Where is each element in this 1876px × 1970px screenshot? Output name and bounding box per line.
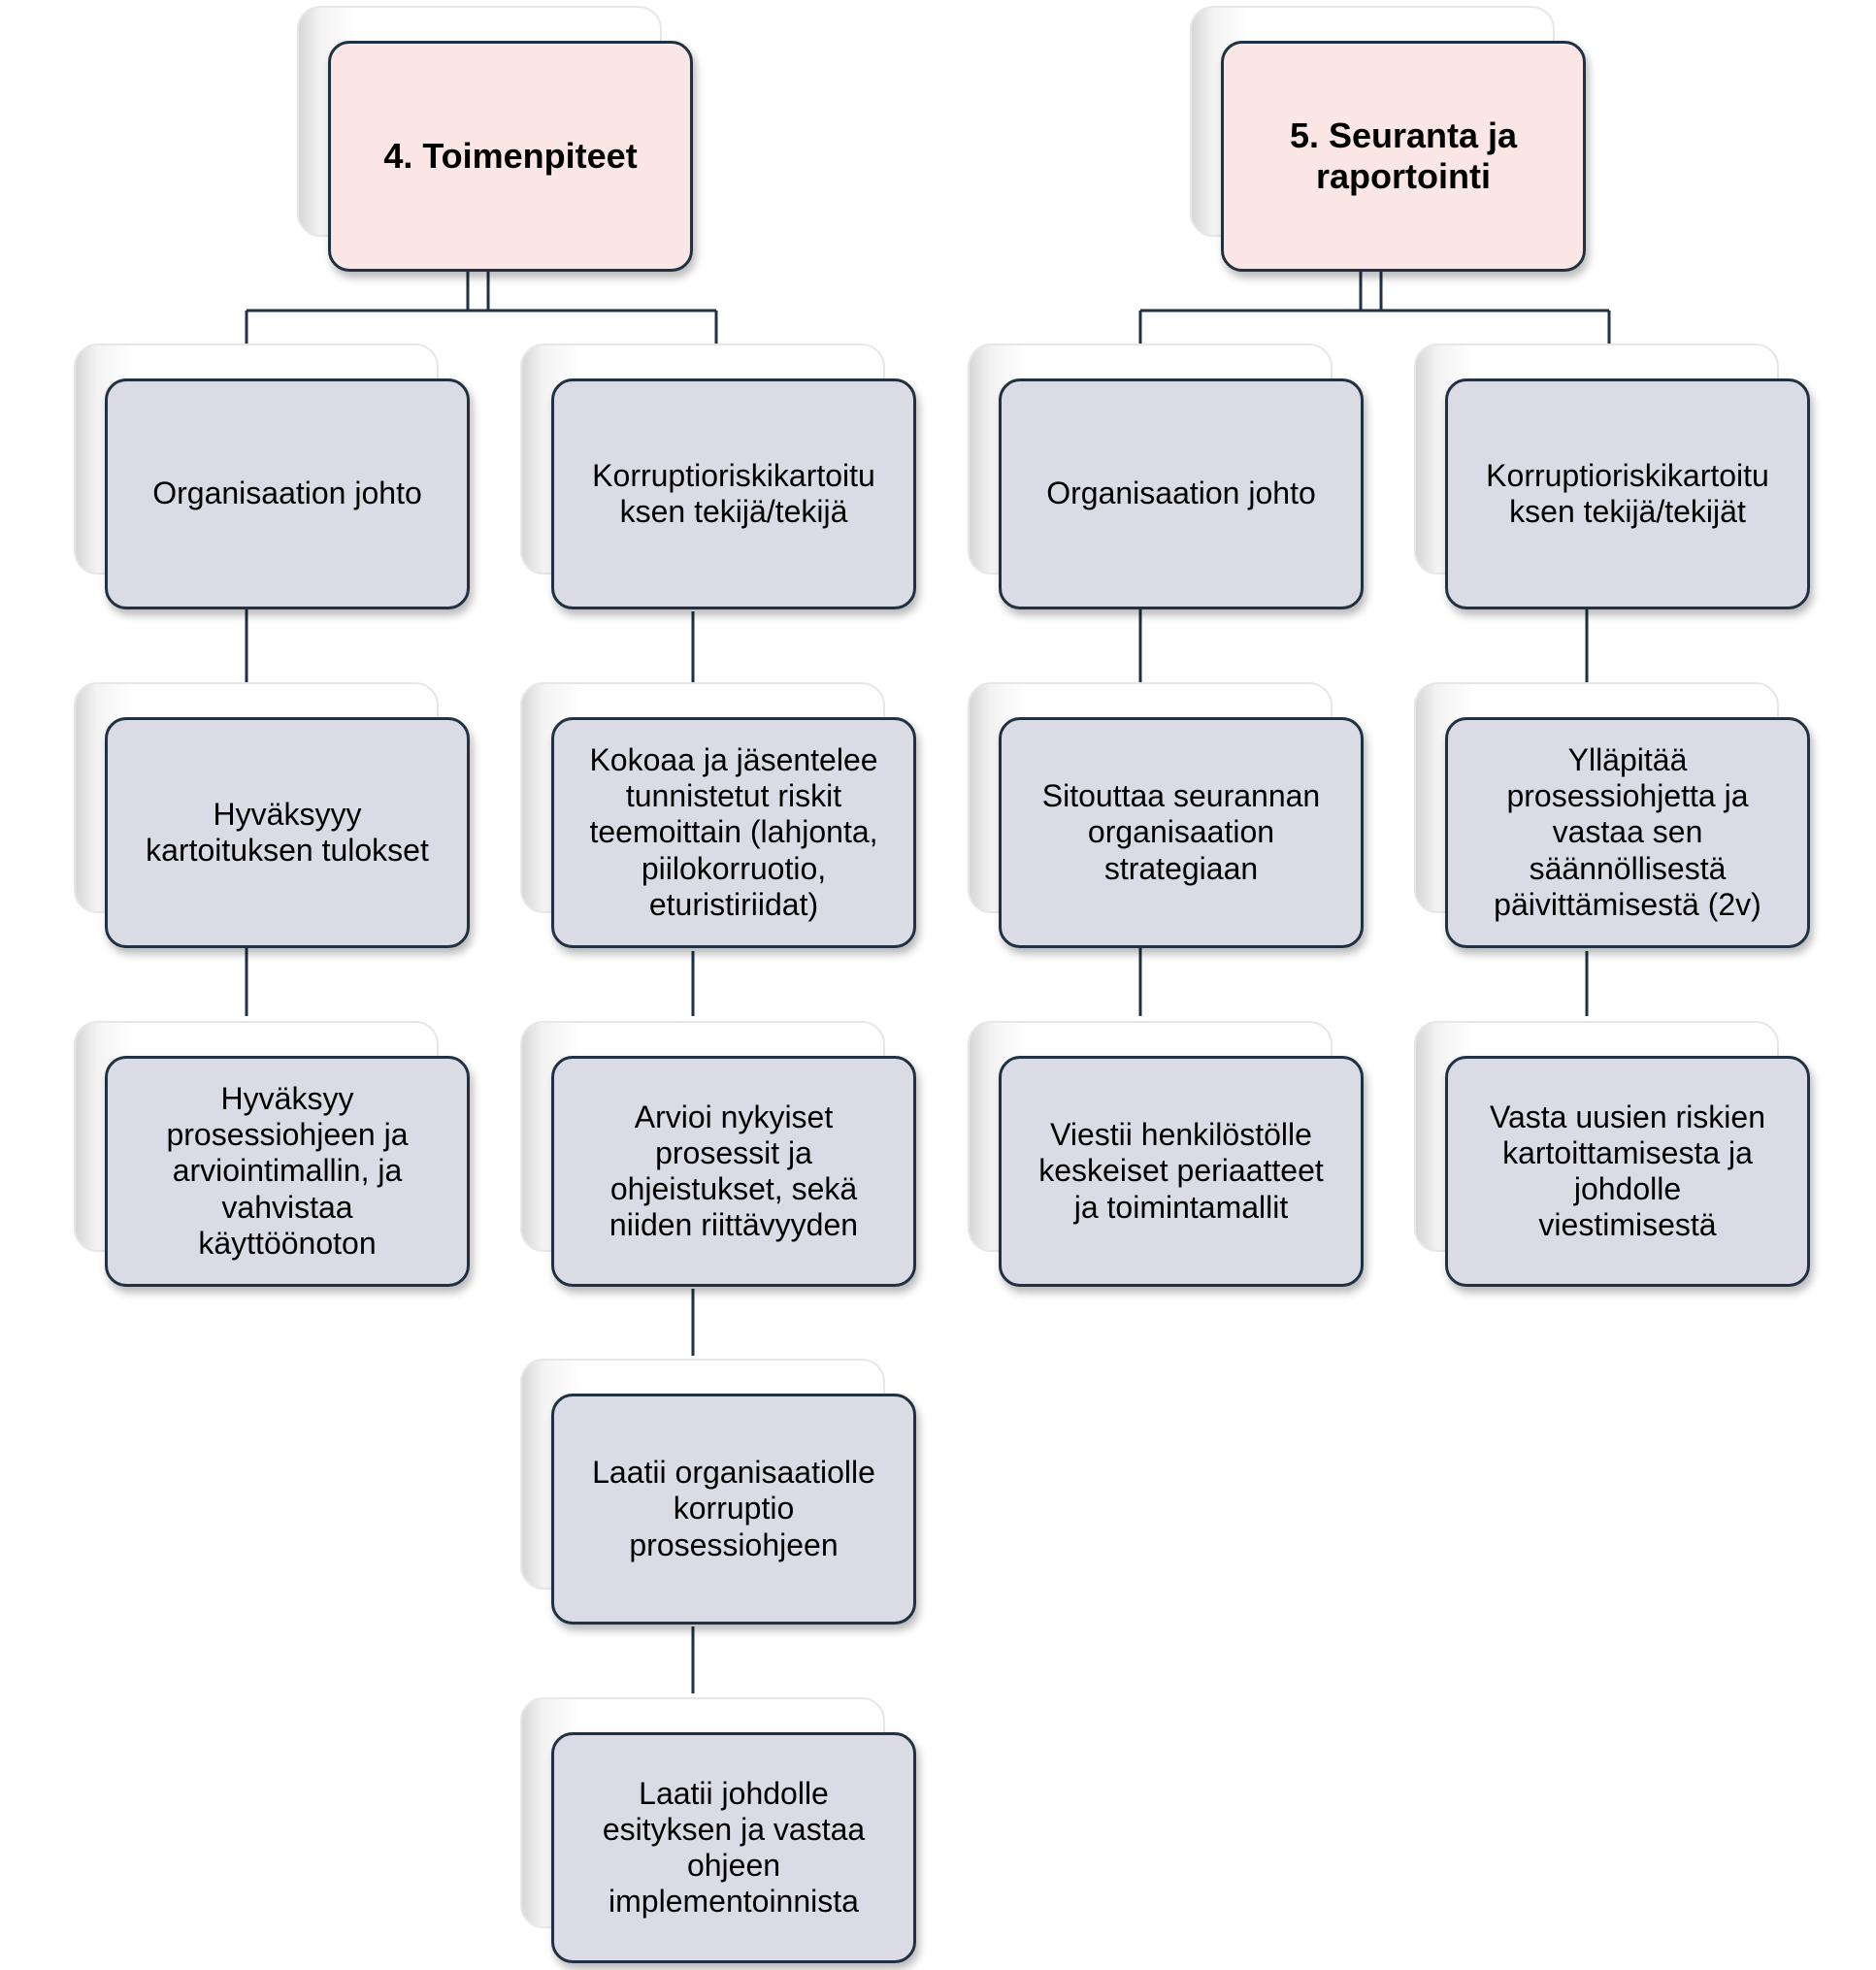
task-box: Hyväksyyy kartoituksen tulokset (105, 717, 470, 948)
task-box: Laatii organisaatiolle korruptio prosess… (551, 1394, 916, 1625)
role-label: Organisaation johto (1046, 476, 1316, 511)
task-label: Hyväksyy prosessiohjeen ja arviointimall… (166, 1081, 409, 1261)
task-box: Kokoaa ja jäsentelee tunnistetut riskit … (551, 717, 916, 948)
task-label: Vasta uusien riskien kartoittamisesta ja… (1490, 1099, 1765, 1243)
task-label: Laatii organisaatiolle korruptio prosess… (592, 1455, 875, 1562)
task-box: Ylläpitää prosessiohjetta ja vastaa sen … (1445, 717, 1810, 948)
task-label: Laatii johdolle esityksen ja vastaa ohje… (602, 1775, 866, 1920)
role-box: Korruptioriskikartoitu ksen tekijä/tekij… (551, 378, 916, 609)
role-box: Organisaation johto (999, 378, 1364, 609)
task-label: Ylläpitää prosessiohjetta ja vastaa sen … (1494, 742, 1761, 922)
role-box: Korruptioriskikartoitu ksen tekijä/tekij… (1445, 378, 1810, 609)
task-label: Sitouttaa seurannan organisaation strate… (1041, 778, 1321, 886)
header-label: 5. Seuranta ja raportointi (1289, 115, 1518, 196)
role-label: Korruptioriskikartoitu ksen tekijä/tekij… (592, 457, 875, 529)
task-box: Hyväksyy prosessiohjeen ja arviointimall… (105, 1056, 470, 1287)
task-label: Arvioi nykyiset prosessit ja ohjeistukse… (609, 1099, 859, 1243)
task-label: Viestii henkilöstölle keskeiset periaatt… (1038, 1117, 1324, 1225)
task-box: Arvioi nykyiset prosessit ja ohjeistukse… (551, 1056, 916, 1287)
task-label: Kokoaa ja jäsentelee tunnistetut riskit … (589, 742, 878, 922)
task-box: Vasta uusien riskien kartoittamisesta ja… (1445, 1056, 1810, 1287)
role-box: Organisaation johto (105, 378, 470, 609)
header-label: 4. Toimenpiteet (383, 136, 638, 177)
task-box: Viestii henkilöstölle keskeiset periaatt… (999, 1056, 1364, 1287)
task-box: Laatii johdolle esityksen ja vastaa ohje… (551, 1732, 916, 1963)
header-box: 4. Toimenpiteet (328, 41, 693, 272)
connector-line (245, 272, 718, 347)
role-label: Organisaation johto (152, 476, 422, 511)
task-box: Sitouttaa seurannan organisaation strate… (999, 717, 1364, 948)
role-label: Korruptioriskikartoitu ksen tekijä/tekij… (1486, 457, 1769, 529)
header-box: 5. Seuranta ja raportointi (1221, 41, 1586, 272)
connector-line (1138, 272, 1611, 347)
task-label: Hyväksyyy kartoituksen tulokset (146, 796, 429, 868)
